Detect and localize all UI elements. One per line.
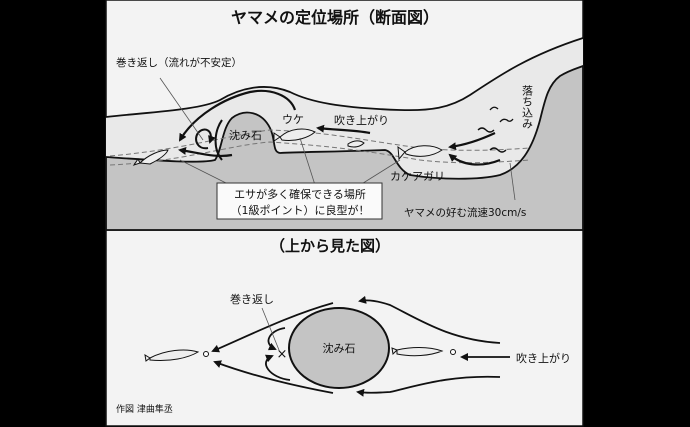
speed-label: ヤマメの好む流速30cm/s bbox=[404, 206, 526, 219]
eddy-top-label: 巻き返し bbox=[230, 293, 274, 306]
flow-dashed-2 bbox=[109, 141, 531, 166]
fish-small bbox=[347, 140, 365, 148]
eddy-arrow-large bbox=[178, 89, 297, 142]
eddy-label: 巻き返し（流れが不安定） bbox=[116, 56, 242, 69]
callout-leader-2 bbox=[299, 137, 316, 186]
eddy-arrow-bottom bbox=[264, 354, 291, 381]
eddy-arrow-top bbox=[267, 327, 286, 351]
uke-label: ウケ bbox=[282, 113, 304, 126]
sunken-rock-top bbox=[288, 307, 390, 389]
fish-uke bbox=[273, 128, 316, 142]
fish-top-left bbox=[144, 349, 209, 362]
sunken-rock-top-label: 沈み石 bbox=[323, 341, 356, 355]
callout-line-1: エサが多く確保できる場所 bbox=[234, 187, 366, 201]
plunge-waves bbox=[477, 106, 514, 153]
top-view: （上から見た図） 沈み石 × 巻き返し 吹き上がり 作図 津曲隼丞 bbox=[116, 237, 571, 415]
cross-section-title: ヤマメの定位場所（断面図） bbox=[231, 8, 439, 27]
plunge-label: 落ち込み bbox=[521, 85, 534, 129]
plunge-arrow-2 bbox=[448, 153, 501, 166]
sunken-rock-label: 沈み石 bbox=[229, 128, 262, 142]
eddy-inner-line bbox=[214, 119, 223, 161]
eddy-leader bbox=[159, 77, 204, 141]
flow-dashed-1 bbox=[109, 129, 531, 157]
eddy-top-leader bbox=[261, 307, 280, 351]
callout-box bbox=[216, 182, 383, 220]
upwelling-top-label: 吹き上がり bbox=[516, 351, 571, 365]
fish-slope bbox=[397, 145, 443, 161]
top-view-title: （上から見た図） bbox=[270, 237, 390, 255]
eddy-arrow-lower bbox=[178, 146, 233, 158]
fish-left bbox=[132, 149, 169, 166]
upwelling-arrow bbox=[316, 124, 371, 135]
flow-arrow-top-right bbox=[358, 295, 501, 344]
fish-top-right bbox=[391, 347, 456, 357]
cross-section: ヤマメの定位場所（断面図） 巻き返し（流れが不安定） 沈み石 ウケ 吹き上がり … bbox=[105, 8, 584, 231]
water-surface bbox=[105, 37, 584, 118]
speed-leader bbox=[509, 162, 516, 201]
slope-label: カケアガリ bbox=[390, 170, 445, 183]
flow-arrow-bottom-left bbox=[213, 360, 334, 394]
credit: 作図 津曲隼丞 bbox=[116, 403, 173, 415]
callout-leader-1 bbox=[179, 159, 231, 186]
plunge-arrow-1 bbox=[448, 132, 496, 151]
flow-arrow-bottom-right bbox=[356, 375, 501, 397]
upwelling-label: 吹き上がり bbox=[334, 113, 389, 127]
callout-line-2: （1級ポイント）に良型が！ bbox=[231, 203, 370, 217]
callout-leader-3 bbox=[359, 159, 401, 186]
eddy-x-mark: × bbox=[277, 347, 288, 362]
flow-arrow-top-left bbox=[211, 302, 334, 353]
